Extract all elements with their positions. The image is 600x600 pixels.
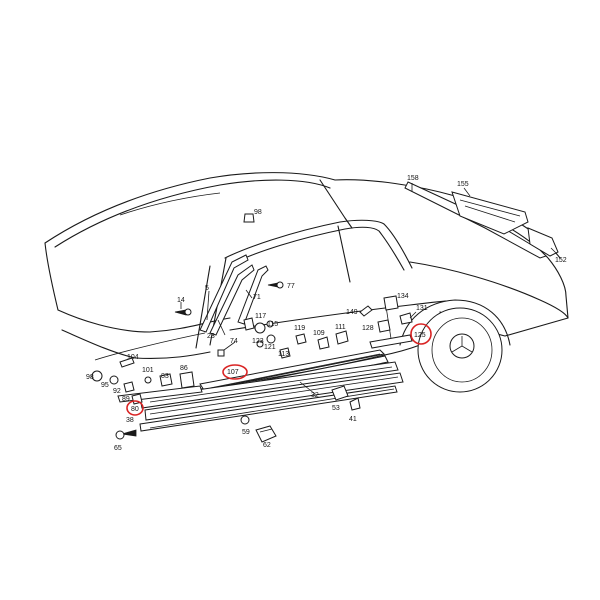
callout-111: 111	[335, 324, 346, 331]
callout-155: 155	[457, 181, 469, 188]
callout-117: 117	[255, 313, 266, 320]
callout-131: 131	[416, 305, 428, 312]
callout-123: 123	[252, 338, 264, 345]
callout-38: 38	[126, 417, 134, 424]
callout-158: 158	[407, 175, 419, 182]
callout-59: 59	[242, 429, 250, 436]
small-parts	[91, 213, 413, 443]
callout-101: 101	[142, 367, 154, 374]
callout-86: 86	[180, 365, 188, 372]
callout-119: 119	[294, 325, 305, 332]
highlight-circles	[126, 323, 432, 416]
highlight-circle-107	[222, 364, 248, 380]
callout-92: 92	[113, 388, 121, 395]
callout-14: 14	[177, 297, 185, 304]
callout-32: 32	[311, 392, 319, 399]
callout-125: 125	[414, 332, 426, 339]
callout-121: 121	[264, 344, 276, 351]
callout-113: 113	[278, 351, 289, 358]
callout-5: 5	[205, 285, 209, 292]
callout-109: 109	[313, 330, 325, 337]
callout-95: 95	[101, 382, 109, 389]
callout-149: 149	[346, 309, 358, 316]
callout-104: 104	[127, 354, 139, 361]
callout-89: 89	[122, 396, 130, 403]
rear-wheel	[417, 307, 503, 393]
callout-107: 107	[227, 369, 239, 376]
rocker-moldings	[117, 334, 413, 432]
highlight-circle-80	[126, 400, 144, 416]
callout-80: 80	[131, 406, 139, 413]
callout-83: 83	[161, 373, 169, 380]
callout-98-top: 98	[254, 209, 262, 216]
callout-74: 74	[230, 338, 238, 345]
leader-lines	[180, 183, 558, 395]
pillar-trim-strips	[199, 254, 269, 357]
callout-71: 71	[253, 294, 261, 301]
callout-115: 115	[267, 321, 278, 328]
highlight-circle-125	[410, 323, 432, 345]
callout-134: 134	[397, 293, 409, 300]
callout-128: 128	[362, 325, 374, 332]
callout-53: 53	[332, 405, 340, 412]
callout-23: 23	[207, 333, 215, 340]
callout-77: 77	[287, 283, 295, 290]
callout-152: 152	[555, 257, 567, 264]
callout-62: 62	[263, 442, 271, 449]
rear-deck-trim	[404, 181, 559, 259]
callout-labels: 158 155 152 98 77 5 71 14 134 149 131 11…	[86, 175, 567, 452]
callout-41: 41	[349, 416, 357, 423]
callout-65: 65	[114, 445, 122, 452]
callout-98-left: 98	[86, 374, 94, 381]
